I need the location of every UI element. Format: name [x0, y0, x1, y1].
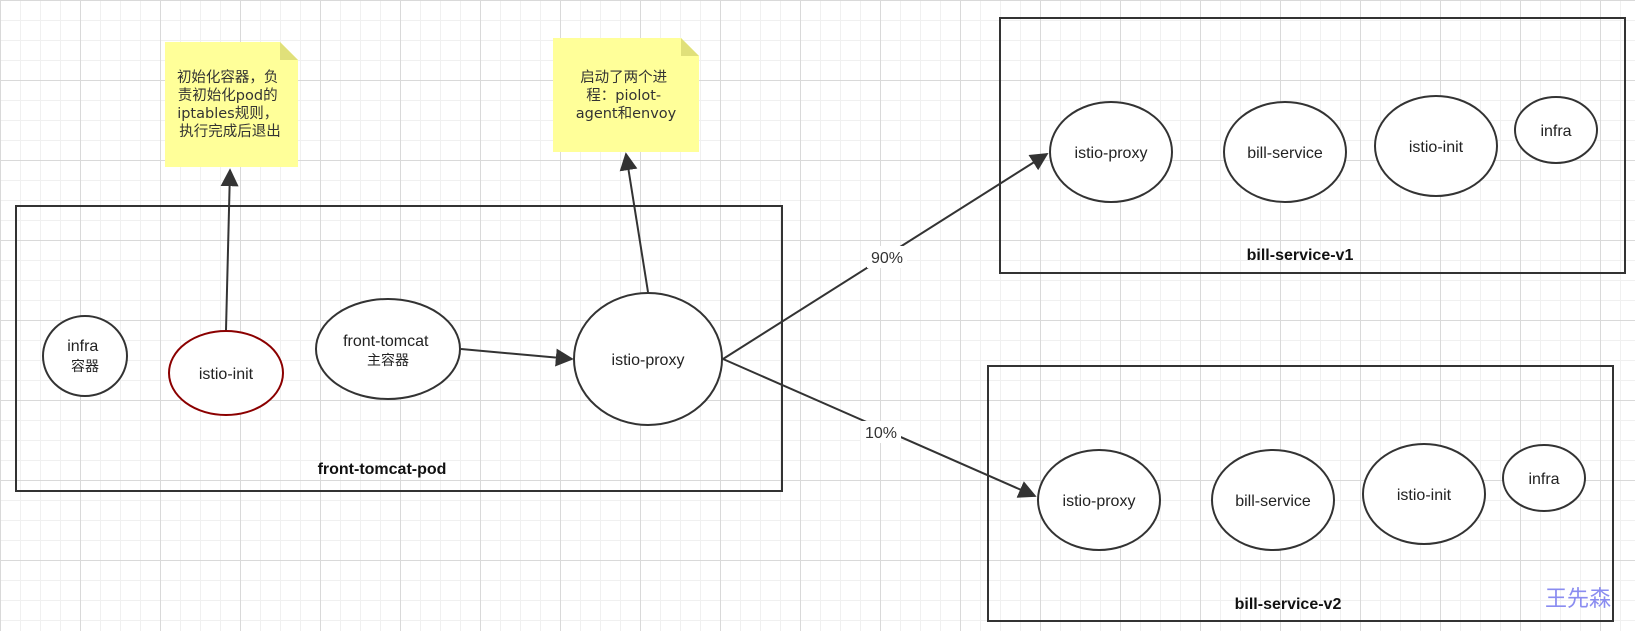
front-infra-node[interactable]	[42, 315, 128, 397]
v2-istio-proxy-node[interactable]	[1037, 449, 1161, 551]
init-note-text: 初始化容器，负 责初始化pod的 iptables规则， 执行完成后退出	[177, 69, 283, 140]
v2-istio-init-label: istio-init	[1397, 487, 1452, 504]
front-infra-label: infra 容器	[67, 338, 103, 375]
init-note-fold	[280, 42, 298, 60]
front-istio-init-label: istio-init	[199, 366, 254, 383]
edge-tomcat-to-proxy	[460, 348, 574, 367]
v2-istio-proxy-label: istio-proxy	[1063, 493, 1136, 510]
edge-proxy-to-note	[619, 152, 649, 293]
v2-infra-node[interactable]	[1502, 444, 1586, 512]
v1-istio-init-label: istio-init	[1409, 139, 1464, 156]
front-tomcat-pod-box[interactable]	[15, 205, 783, 492]
init-note[interactable]	[165, 42, 298, 167]
v2-istio-init-node[interactable]	[1362, 443, 1486, 545]
front-istio-proxy-node[interactable]	[573, 292, 723, 426]
front-istio-init-node[interactable]	[168, 330, 284, 416]
front-istio-proxy-label: istio-proxy	[612, 352, 685, 369]
v1-bill-service-node[interactable]	[1223, 101, 1347, 203]
v2-infra-label: infra	[1528, 471, 1559, 488]
proxy-note[interactable]	[553, 38, 699, 152]
v1-istio-proxy-node[interactable]	[1049, 101, 1173, 203]
watermark: 王先森	[1545, 587, 1611, 612]
edge-label-v2-bg	[861, 421, 901, 443]
v1-bill-service-label: bill-service	[1247, 145, 1323, 162]
front-tomcat-node[interactable]	[315, 298, 461, 400]
v1-infra-node[interactable]	[1514, 96, 1598, 164]
v2-bill-service-label: bill-service	[1235, 493, 1311, 510]
v1-istio-init-node[interactable]	[1374, 95, 1498, 197]
proxy-note-text: 启动了两个进 程：piolot- agent和envoy	[576, 69, 677, 122]
v1-infra-label: infra	[1540, 123, 1571, 140]
bill-service-v1-title: bill-service-v1	[1247, 247, 1354, 264]
edge-label-v1: 90%	[871, 250, 903, 267]
front-tomcat-label: front-tomcat 主容器	[343, 333, 433, 369]
edge-init-to-note	[220, 168, 239, 331]
bill-service-v1-box[interactable]	[999, 17, 1626, 274]
edge-label-v1-bg	[867, 246, 907, 268]
bill-service-v2-box[interactable]	[987, 365, 1614, 622]
proxy-note-fold	[681, 38, 699, 56]
v2-bill-service-node[interactable]	[1211, 449, 1335, 551]
bill-service-v2-title: bill-service-v2	[1235, 596, 1342, 613]
v1-istio-proxy-label: istio-proxy	[1075, 145, 1148, 162]
edge-label-v2: 10%	[865, 425, 897, 442]
front-tomcat-pod-title: front-tomcat-pod	[318, 461, 447, 478]
